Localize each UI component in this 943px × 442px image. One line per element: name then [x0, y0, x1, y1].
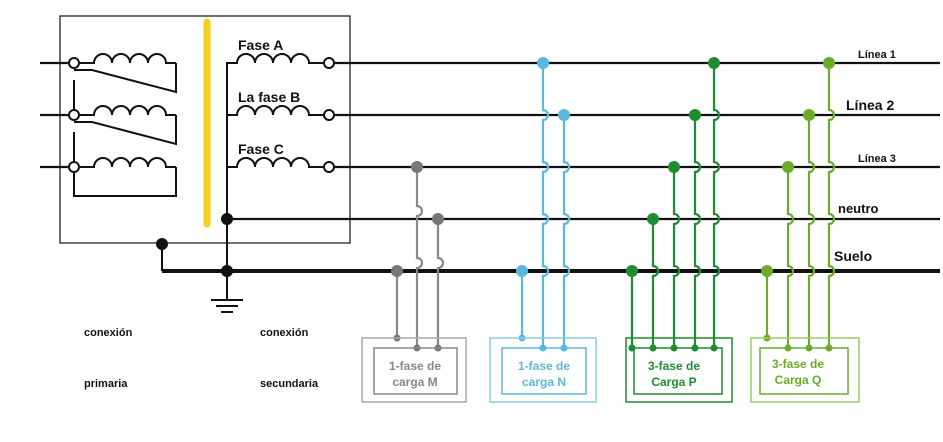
secondary-windings [226, 53, 323, 271]
junction-dots [156, 213, 233, 277]
load-q-box-outer [750, 337, 860, 403]
primary-caption-bottom: primaria [84, 378, 128, 390]
load-n-label-1: 1-fase de [518, 359, 570, 373]
primary-terminals [68, 57, 80, 173]
secondary-caption-bottom: secundaria [260, 378, 319, 390]
load-q-wiring [765, 63, 836, 350]
load-p-dots [626, 57, 720, 352]
load-p-wiring [630, 63, 721, 350]
transformer-enclosure [59, 15, 351, 244]
neutral-label: neutro [838, 201, 879, 216]
primary-leads [40, 61, 70, 169]
phase-a-label: Fase A [238, 37, 283, 53]
load-m-box-inner [373, 347, 458, 395]
phase-c-label: Fase C [238, 141, 284, 157]
primary-windings [73, 53, 177, 197]
phase-b-label: La fase B [238, 89, 300, 105]
ground-label: Suelo [834, 248, 872, 264]
line-2-label: Línea 2 [846, 97, 894, 113]
load-p-label-2: Carga P [651, 375, 696, 389]
load-m-label-1: 1-fase de [389, 359, 441, 373]
primary-caption-top: conexión [84, 327, 133, 339]
load-p-box-outer [625, 337, 733, 403]
line-3-label: Línea 3 [858, 153, 896, 165]
load-q-label-2: Carga Q [775, 373, 822, 387]
load-q-box-inner [759, 347, 849, 395]
bus-lines [162, 61, 940, 273]
line-1-label: Línea 1 [858, 49, 896, 61]
load-q-dots [761, 57, 835, 352]
load-p-box-inner [633, 347, 723, 395]
load-n-dots [516, 57, 570, 352]
load-m-box-outer [361, 337, 467, 403]
secondary-terminals [323, 57, 335, 173]
load-p-label-1: 3-fase de [648, 359, 700, 373]
load-m-wiring [395, 167, 445, 350]
load-n-label-2: carga N [522, 375, 566, 389]
ground-connection [161, 244, 243, 313]
load-m-label-2: carga M [392, 375, 437, 389]
load-n-wiring [520, 63, 571, 350]
load-n-box-inner [501, 347, 587, 395]
load-q-label-1: 3-fase de [772, 357, 824, 371]
load-n-box-outer [489, 337, 597, 403]
secondary-caption-top: conexión [260, 327, 309, 339]
